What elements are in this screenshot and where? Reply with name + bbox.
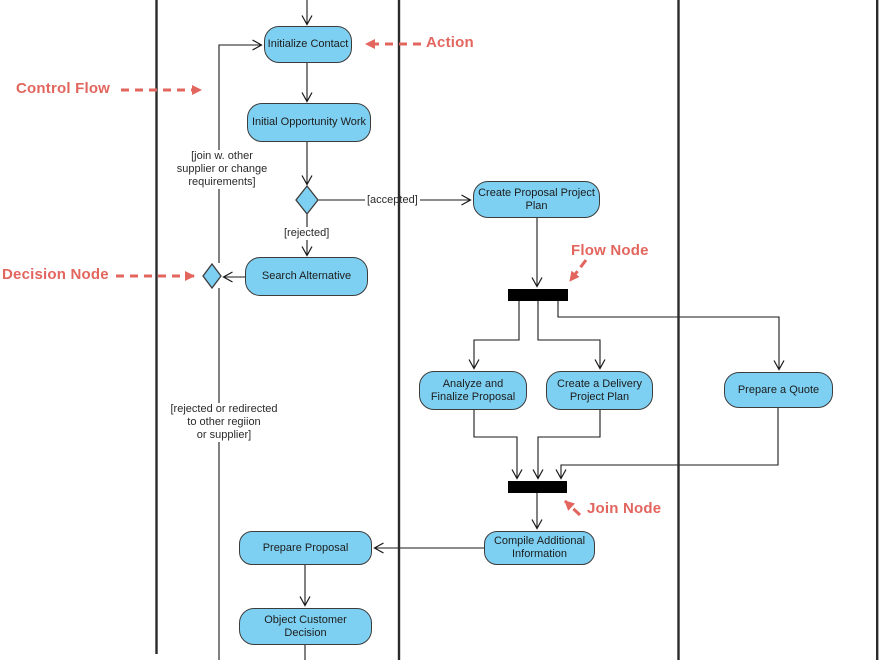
annotation-decision-node: Decision Node [2, 266, 109, 283]
action-node-prepare-proposal[interactable]: Prepare Proposal [239, 531, 372, 565]
action-node-analyze-and-finalize-proposal[interactable]: Analyze and Finalize Proposal [419, 371, 527, 410]
action-node-create-proposal-project-plan[interactable]: Create Proposal Project Plan [473, 181, 600, 218]
guard-line: [join w. other [191, 150, 253, 162]
action-node-compile-additional-information[interactable]: Compile Additional Information [484, 531, 595, 565]
action-node-initialize-contact[interactable]: Initialize Contact [264, 26, 352, 63]
action-label: Create Proposal Project Plan [478, 186, 595, 212]
guard-accepted: [accepted] [365, 194, 420, 207]
annotation-join-node: Join Node [587, 500, 662, 517]
action-label: Prepare Proposal [262, 541, 349, 554]
action-label: Initial Opportunity Work [251, 116, 367, 128]
action-node-prepare-a-quote[interactable]: Prepare a Quote [724, 372, 833, 408]
action-label: Initialize Contact [267, 38, 349, 50]
guard-rejected-or-redirected: [rejected or redirected to other regiion… [162, 403, 286, 442]
action-label: Prepare a Quote [737, 383, 820, 396]
action-label: Object Customer Decision [264, 613, 347, 639]
annotation-control-flow: Control Flow [16, 80, 111, 97]
guard-join-with-other-supplier: [join w. other supplier or change requir… [168, 150, 276, 189]
action-label: Create a Delivery Project Plan [557, 377, 642, 403]
annotation-action: Action [426, 34, 474, 51]
action-node-initial-opportunity-work[interactable]: Initial Opportunity Work [247, 103, 371, 142]
guard-line: to other regiion [187, 416, 261, 428]
action-label: Search Alternative [261, 270, 352, 282]
action-node-search-alternative[interactable]: Search Alternative [245, 257, 368, 296]
guard-line: requirements] [188, 176, 256, 188]
guard-line: or supplier] [196, 429, 252, 441]
action-node-object-customer-decision[interactable]: Object Customer Decision [239, 608, 372, 645]
guard-line: [rejected or redirected [170, 403, 278, 415]
annotation-flow-node: Flow Node [571, 242, 649, 259]
action-label: Analyze and Finalize Proposal [430, 377, 516, 403]
guard-rejected: [rejected] [282, 227, 332, 240]
guard-line: supplier or change [176, 163, 268, 175]
action-node-create-a-delivery-project-plan[interactable]: Create a Delivery Project Plan [546, 371, 653, 410]
action-label: Compile Additional Information [493, 535, 586, 560]
